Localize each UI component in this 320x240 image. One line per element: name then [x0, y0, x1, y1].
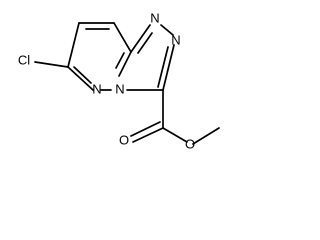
bond-c8a-ntop [130, 24, 151, 53]
top-triazole-nitrogen-label: N [150, 10, 159, 25]
chemical-structure-canvas: Cl N N N N O O [0, 0, 224, 164]
bond-c8a-nbridge [118, 51, 132, 77]
bond-nright-c3 [162, 44, 175, 91]
bond-nright-c3-inner [157, 46, 169, 88]
bond-ntop-nright [160, 24, 174, 36]
bond-carbonyl-c-o-double-b [130, 121, 161, 137]
molecule-structure: Cl N N N N O O [18, 10, 220, 151]
chlorine-label: Cl [18, 52, 30, 67]
bond-c5-cl [34, 61, 69, 68]
carbonyl-oxygen-label: O [119, 132, 129, 147]
bond-ester-o-methyl [192, 127, 220, 145]
ester-oxygen-label: O [185, 136, 195, 151]
bridgehead-nitrogen-label: N [115, 81, 124, 96]
bond-carbonyl-c-ester-o [162, 127, 188, 143]
bond-c5-c6 [67, 22, 80, 68]
bond-layer [34, 22, 220, 145]
atom-label-layer: Cl N N N N O O [18, 10, 195, 151]
right-triazole-nitrogen-label: N [171, 32, 180, 47]
bond-carbonyl-c-o-double-a [132, 127, 164, 143]
pyridazine-lower-nitrogen-label: N [92, 81, 101, 96]
bond-c8a-nbridge-inner [115, 52, 125, 69]
bond-nlower-c5 [67, 66, 94, 91]
bond-c7-c8a [113, 22, 132, 53]
bond-c5-nlower-inner [73, 66, 92, 84]
bond-c8a-ntop-inner [137, 32, 153, 54]
